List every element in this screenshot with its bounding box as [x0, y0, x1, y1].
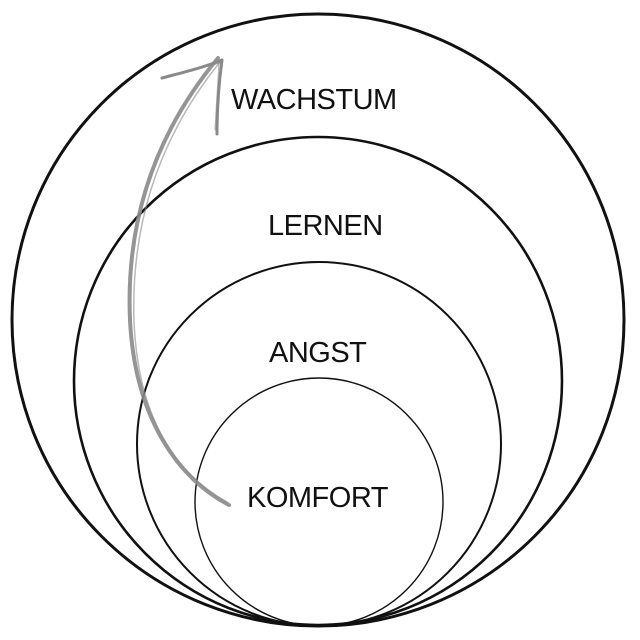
- circle-angst: [136, 261, 502, 627]
- label-angst: ANGST: [269, 337, 367, 369]
- label-komfort: KOMFORT: [247, 482, 388, 514]
- circle-komfort: [194, 377, 444, 627]
- label-wachstum: WACHSTUM: [231, 84, 397, 116]
- curved-arrow-up-icon: [127, 56, 231, 507]
- label-lernen: LERNEN: [268, 210, 383, 242]
